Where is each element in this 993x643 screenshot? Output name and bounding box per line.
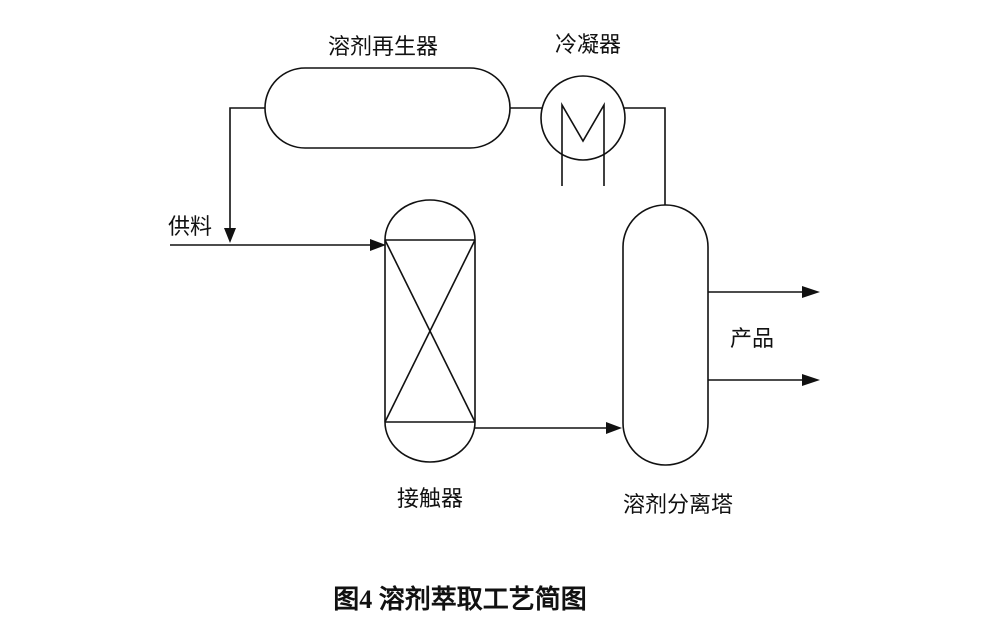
condenser-coil-icon [561, 102, 605, 186]
condenser-circle [540, 75, 626, 161]
contactor-packing-diagonal-2 [384, 239, 476, 423]
separator-shell [622, 204, 709, 466]
regenerator-label: 溶剂再生器 [328, 34, 438, 59]
arrow-right-product-bottom-icon [802, 374, 820, 386]
contactor-shell [384, 199, 476, 463]
contactor-vessel: 接触器 [384, 199, 476, 511]
solvent-regenerator-vessel: 溶剂再生器 [264, 34, 511, 149]
figure-caption: 图4 溶剂萃取工艺简图 [333, 584, 587, 614]
pipe-condenser-to-separator [624, 107, 666, 205]
contactor-label: 接触器 [397, 486, 463, 511]
arrow-right-feed-icon [370, 239, 386, 251]
separator-vessel: 溶剂分离塔 [622, 204, 733, 517]
pipe-contactor-to-separator [475, 422, 622, 434]
condenser-label: 冷凝器 [555, 32, 621, 57]
condenser: 冷凝器 [540, 32, 626, 186]
product-outlets: 产品 [708, 286, 820, 386]
regenerator-vessel-shape [264, 67, 511, 149]
arrow-down-icon [224, 228, 236, 243]
arrow-right-contactor-icon [606, 422, 622, 434]
arrow-right-product-top-icon [802, 286, 820, 298]
feed-label: 供料 [168, 214, 212, 239]
product-label: 产品 [730, 326, 774, 351]
separator-label: 溶剂分离塔 [623, 492, 733, 517]
feed-line: 供料 [168, 214, 386, 251]
pipe-regenerator-down [229, 107, 265, 230]
pipe-regenerator-to-feed [224, 107, 265, 243]
